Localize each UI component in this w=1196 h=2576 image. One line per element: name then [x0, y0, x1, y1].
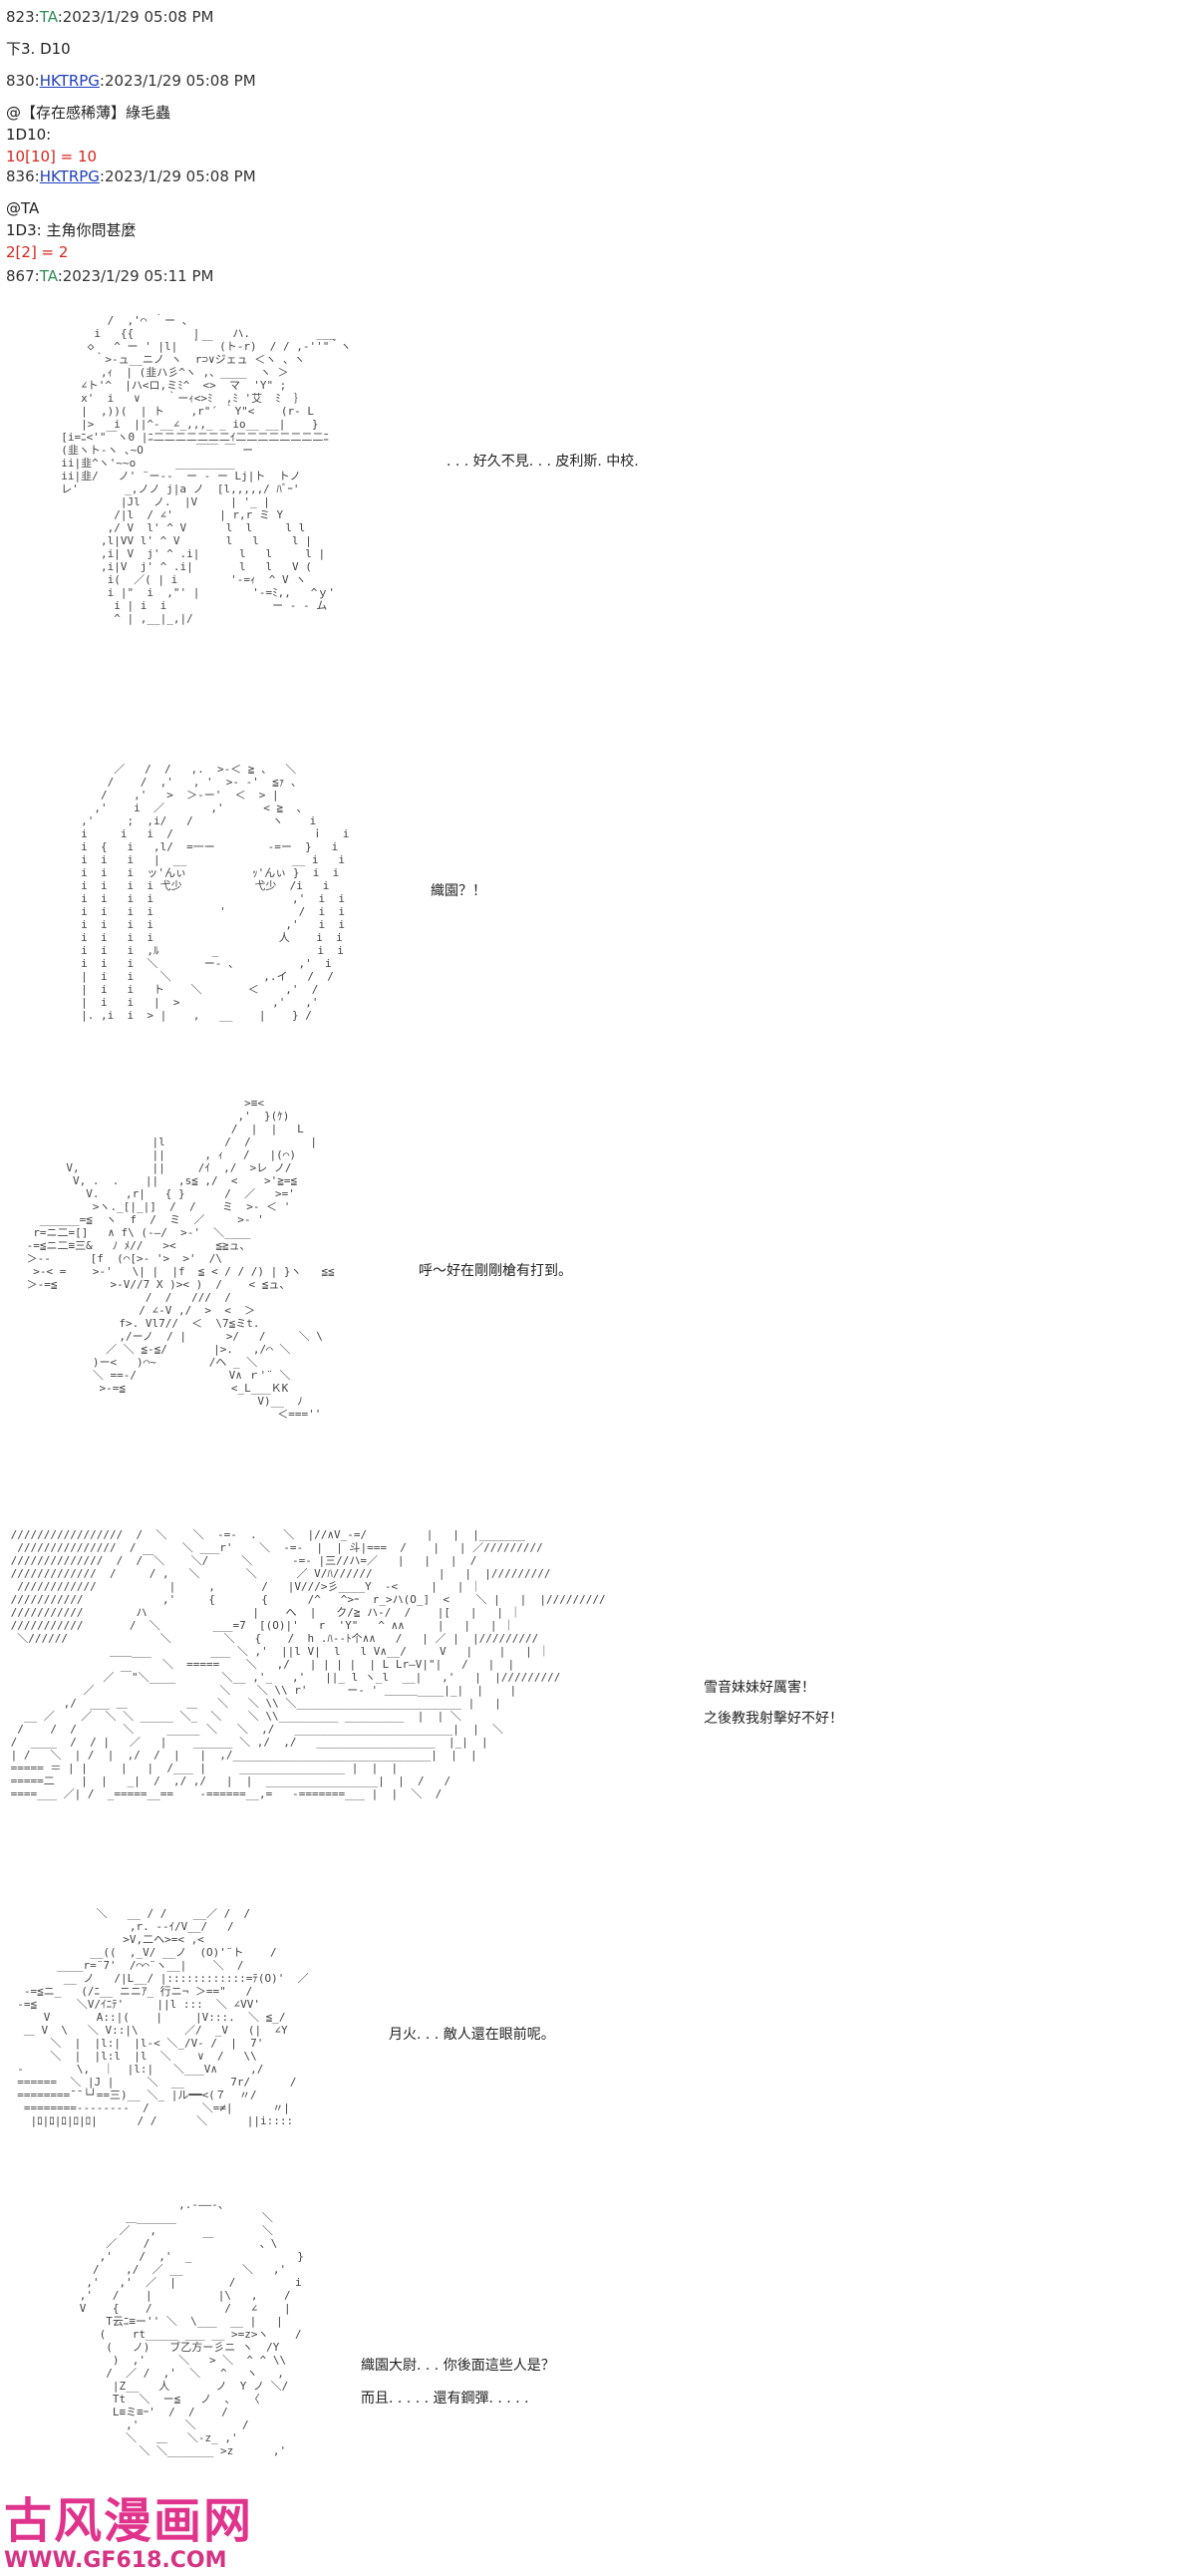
- post-mention: @TA: [6, 199, 40, 217]
- post-datetime: 2023/1/29 05:08 PM: [104, 167, 256, 185]
- poster-name: TA: [39, 8, 58, 26]
- post-header: 836:HKTRPG:2023/1/29 05:08 PM: [6, 167, 256, 185]
- watermark-url: WWW.GF618.COM: [4, 2548, 227, 2573]
- post-datetime: 2023/1/29 05:08 PM: [62, 8, 214, 26]
- poster-link[interactable]: HKTRPG: [39, 72, 100, 90]
- ascii-art-panel-1: / ,'⌒ ｀ー 、 i {{ | ハ. ___ ◇ ^ ー ' |l| ｀￣ …: [61, 314, 352, 625]
- dialogue-line-8: 而且. . . . . 還有鋼彈. . . . .: [361, 2391, 529, 2407]
- ascii-art-panel-5: ＼ __ / / __／ / / ,r. ‐-ｲ/V__/ / >V,二ヘ>=<…: [17, 1907, 309, 2127]
- post-header: 830:HKTRPG:2023/1/29 05:08 PM: [6, 72, 256, 90]
- watermark-title: 古风漫画网: [4, 2493, 254, 2549]
- post-number: 867: [6, 267, 35, 285]
- post-body: 下3. D10: [6, 40, 71, 58]
- post-datetime: 2023/1/29 05:08 PM: [104, 72, 256, 90]
- dialogue-line-7: 織園大尉. . . 你後面這些人是？: [361, 2358, 555, 2374]
- ascii-art-panel-6: ,.-――-、 ＿______ ＼ ／ , ＼ ／ / ￣ 、\ ,' / ,'…: [79, 2198, 304, 2457]
- dice-command: 1D10:: [6, 126, 52, 144]
- dialogue-line-3: 呼～好在剛剛槍有打到。: [419, 1263, 572, 1279]
- ascii-art-panel-2: ／ / / ,. >-＜ ≧ 、 ＼ / / ,' , ' >- ‐' ≦ｧ 、…: [81, 763, 350, 1022]
- post-number: 830: [6, 72, 35, 90]
- dice-result: 2[2] = 2: [6, 243, 69, 261]
- post-836: 836:HKTRPG:2023/1/29 05:08 PM @TA 1D3: 主…: [6, 165, 256, 263]
- ascii-art-panel-4: ///////////////// / ＼ ＼ -=- . ＼ |//∧V_-=…: [10, 1528, 606, 1800]
- dice-result: 10[10] = 10: [6, 148, 98, 165]
- post-867: 867:TA:2023/1/29 05:11 PM: [6, 265, 213, 287]
- post-header: 867:TA:2023/1/29 05:11 PM: [6, 267, 214, 285]
- poster-link[interactable]: HKTRPG: [39, 167, 100, 185]
- post-datetime: 2023/1/29 05:11 PM: [62, 267, 214, 285]
- post-header: 823:TA:2023/1/29 05:08 PM: [6, 8, 214, 26]
- dialogue-line-2: 織園？！: [431, 883, 486, 899]
- dice-command: 1D3: 主角你問甚麼: [6, 221, 137, 239]
- dialogue-line-6: 月火. . . 敵人還在眼前呢。: [389, 2027, 555, 2043]
- post-number: 836: [6, 167, 35, 185]
- post-823: 823:TA:2023/1/29 05:08 PM 下3. D10: [6, 6, 213, 60]
- poster-name: TA: [39, 267, 58, 285]
- dialogue-line-4: 雪音妹妹好厲害！: [704, 1680, 815, 1696]
- site-watermark: 古风漫画网 WWW.GF618.COM: [4, 2494, 253, 2574]
- ascii-art-panel-3: >≡< ,' }(ｹ) / | | L |l / / | || , ｨ / |(…: [26, 1097, 335, 1421]
- post-mention: @【存在感稀薄】綠毛蟲: [6, 104, 171, 122]
- post-number: 823: [6, 8, 35, 26]
- post-830: 830:HKTRPG:2023/1/29 05:08 PM @【存在感稀薄】綠毛…: [6, 70, 256, 167]
- dialogue-line-1: . . . 好久不見. . . 皮利斯. 中校.: [447, 454, 639, 470]
- dialogue-line-5: 之後教我射擊好不好！: [704, 1711, 843, 1727]
